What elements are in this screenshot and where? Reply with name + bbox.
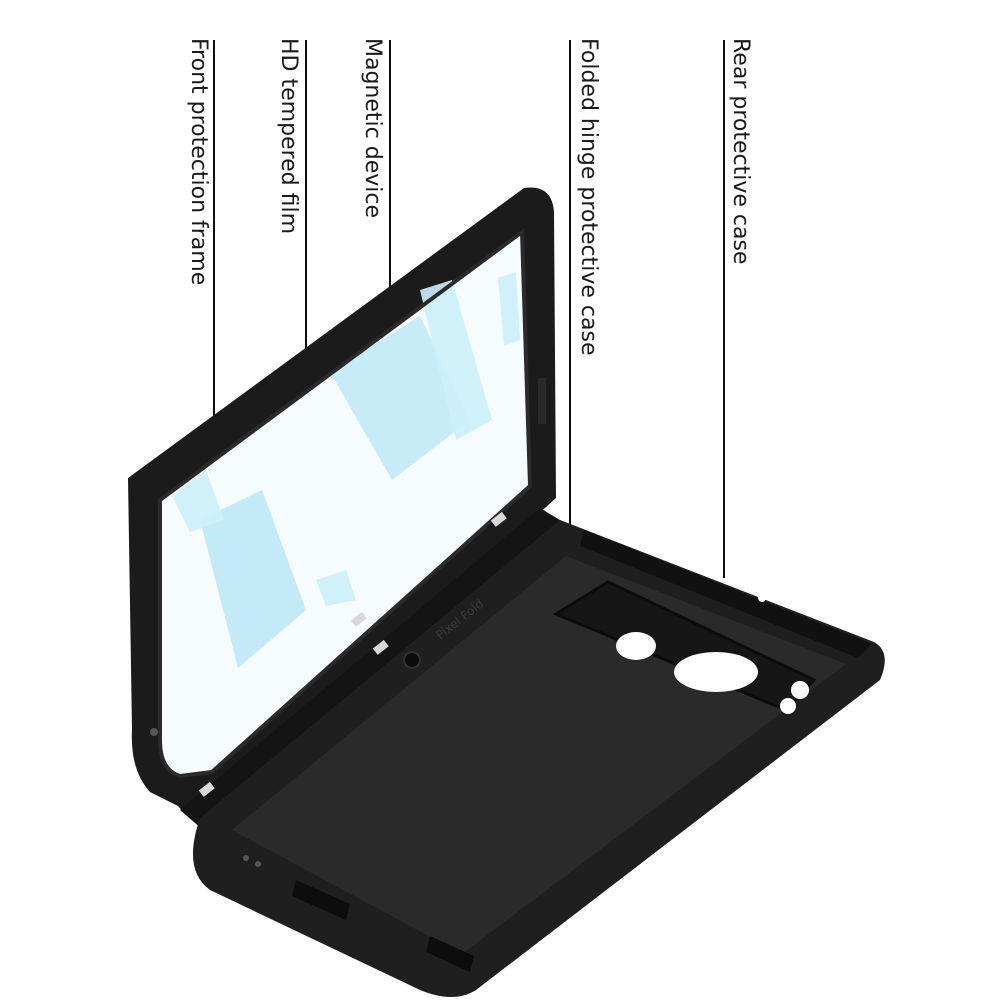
film-tint-5 — [316, 570, 356, 606]
camera-lens-4 — [780, 698, 796, 714]
film-tint-2 — [330, 316, 470, 480]
port-cutout-2 — [426, 936, 474, 972]
port-dot-2 — [255, 861, 261, 867]
hinge-insert-2 — [372, 639, 389, 655]
front-frame — [128, 187, 556, 814]
port-dot-1 — [243, 855, 249, 861]
camera-lens-3 — [791, 681, 809, 699]
label-magnetic-device: Magnetic device — [360, 38, 385, 218]
port-cutout-1 — [292, 880, 350, 920]
hinge-insert-1 — [350, 611, 367, 627]
hinge-insert-3 — [198, 781, 215, 797]
label-folded-hinge-protective-case: Folded hinge protective case — [576, 38, 601, 356]
rear-case — [180, 508, 885, 997]
film-tint-1 — [200, 490, 306, 668]
label-hd-tempered-film: HD tempered film — [276, 38, 301, 235]
rear-case-wall — [580, 530, 872, 658]
label-front-protection-frame: Front protection frame — [186, 38, 211, 286]
frame-screw — [150, 728, 158, 736]
magnetic-device — [403, 651, 421, 669]
film-tint-6 — [498, 272, 520, 346]
camera-lens-2 — [674, 652, 758, 692]
hinge-insert-4 — [490, 511, 507, 527]
frame-side-button — [538, 378, 546, 424]
front-frame-inner-edge — [158, 228, 533, 779]
film-tint-3 — [420, 280, 492, 440]
rear-case-hole — [758, 594, 766, 602]
camera-lens-1 — [616, 632, 656, 660]
label-rear-protective-case: Rear protective case — [728, 38, 753, 265]
film-tint-4 — [172, 470, 224, 532]
